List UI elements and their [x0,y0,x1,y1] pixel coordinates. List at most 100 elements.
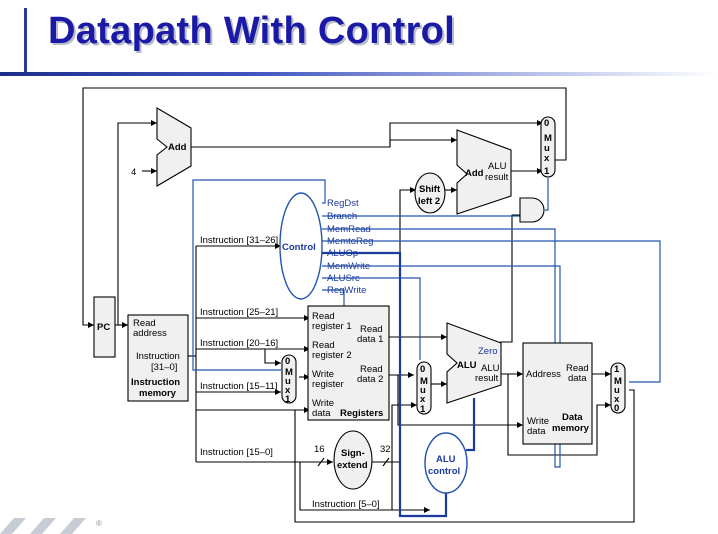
main-alu[interactable]: Zero ALU ALU result [446,322,502,404]
signal-aluop: ALUOp [327,248,358,259]
svg-text:Instruction [20–16]: Instruction [20–16] [200,338,278,349]
svg-text:Read: Read [360,324,383,335]
svg-text:0: 0 [285,356,290,367]
svg-text:0: 0 [420,364,425,375]
sign-extend[interactable]: Sign- extend [333,430,373,490]
svg-text:Control: Control [282,242,316,253]
svg-text:Instruction [5–0]: Instruction [5–0] [312,499,380,510]
svg-text:M: M [544,133,552,144]
svg-text:data 1: data 1 [357,334,383,345]
svg-text:u: u [285,376,291,387]
svg-text:ALU: ALU [488,161,507,172]
signal-branch: Branch [327,211,357,222]
svg-text:Sign-: Sign- [341,448,365,459]
pc-source-mux[interactable]: 0 M u x 1 [540,116,556,178]
svg-text:ALU: ALU [436,454,456,465]
svg-text:ALU: ALU [457,360,477,371]
svg-text:Add: Add [168,142,187,153]
regdst-mux[interactable]: 0 M u x 1 [281,354,297,405]
svg-text:Read: Read [312,340,335,351]
svg-text:Instruction [31–26]: Instruction [31–26] [200,235,278,246]
width-16-label: 16 [314,444,325,455]
svg-text:[31–0]: [31–0] [151,362,177,373]
svg-text:1: 1 [420,404,426,415]
branch-adder[interactable]: Add ALU result [456,129,512,215]
svg-text:x: x [544,153,550,164]
signal-memread: MemRead [327,224,371,235]
svg-text:register 2: register 2 [312,350,352,361]
svg-text:extend: extend [337,460,368,471]
branch-and-gate[interactable] [519,197,545,223]
svg-text:data: data [312,408,331,419]
signal-memtoreg: MemtoReg [327,236,373,247]
svg-text:0: 0 [544,118,549,129]
signal-memwrite: MemWrite [327,261,370,272]
memtoreg-mux[interactable]: 1 M u x 0 [610,362,626,414]
svg-text:u: u [544,143,550,154]
register-file[interactable]: Read register 1 Read register 2 Write re… [307,305,390,421]
svg-text:address: address [133,328,167,339]
svg-text:register 1: register 1 [312,321,352,332]
svg-text:data 2: data 2 [357,374,383,385]
svg-text:Instruction: Instruction [131,377,180,388]
svg-text:control: control [428,466,460,477]
constant-four-label: 4 [131,167,136,178]
pc-adder[interactable]: Add [156,107,192,187]
svg-text:data: data [527,426,546,437]
svg-text:memory: memory [552,423,590,434]
control-unit[interactable]: Control [279,192,323,300]
svg-text:1: 1 [285,394,291,405]
svg-text:1: 1 [614,364,620,375]
svg-text:Address: Address [526,369,561,380]
svg-text:M: M [285,367,293,378]
svg-text:Write: Write [312,398,334,409]
svg-text:Instruction [15–0]: Instruction [15–0] [200,447,273,458]
publisher-logo: ® [0,518,102,534]
svg-text:data: data [568,373,587,384]
svg-text:M: M [420,376,428,387]
title-underline [0,72,718,76]
control-lines [192,178,661,518]
svg-text:result: result [475,373,499,384]
svg-text:Add: Add [465,168,484,179]
slide-title: Datapath With Control [48,10,456,52]
svg-text:x: x [420,394,426,405]
svg-text:Write: Write [527,416,549,427]
svg-text:x: x [285,385,291,396]
svg-text:Instruction [25–21]: Instruction [25–21] [200,307,278,318]
svg-text:Zero: Zero [478,346,498,357]
svg-text:Instruction: Instruction [136,351,180,362]
title-accent-bar [24,8,27,72]
svg-text:Instruction [15–11]: Instruction [15–11] [200,381,277,392]
shift-left-2[interactable]: Shift left 2 [414,172,446,214]
svg-text:Read: Read [566,363,589,374]
width-32-label: 32 [380,444,391,455]
bus-slash-16 [317,457,325,467]
svg-text:Write: Write [312,369,334,380]
alu-control[interactable]: ALU control [424,432,468,494]
svg-text:Read: Read [360,364,383,375]
svg-text:0: 0 [614,403,619,414]
svg-text:register: register [312,379,344,390]
svg-text:Read: Read [312,311,335,322]
signal-regdst: RegDst [327,198,359,209]
bus-slash-32 [382,457,390,467]
instruction-field-labels: Instruction [31–26] Instruction [25–21] … [200,235,380,510]
data-memory[interactable]: Address Read data Write data Data memory [522,342,593,445]
svg-text:result: result [485,172,509,183]
wire-arrowheads [88,120,611,513]
svg-text:ALU: ALU [481,363,500,374]
svg-text:M: M [614,376,622,387]
pc-register[interactable]: PC [93,296,116,358]
svg-text:x: x [614,394,620,405]
alusrc-mux[interactable]: 0 M u x 1 [416,361,432,415]
instruction-memory[interactable]: Read address Instruction [31–0] Instruct… [127,314,189,402]
signal-alusrc: ALUSrc [327,273,360,284]
registered-mark: ® [96,519,102,528]
svg-text:u: u [614,385,620,396]
svg-text:Shift: Shift [419,184,441,195]
svg-text:u: u [420,385,426,396]
signal-regwrite: RegWrite [327,285,366,296]
svg-text:memory: memory [139,388,177,399]
